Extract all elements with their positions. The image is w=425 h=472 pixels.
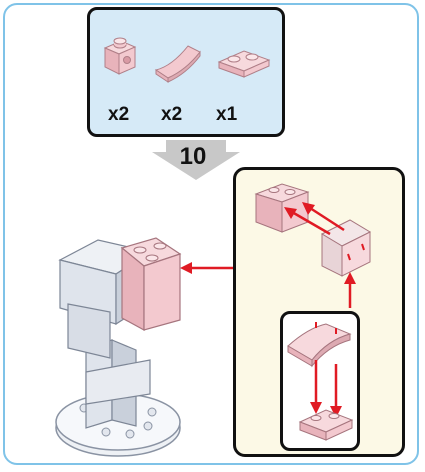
subassembly-arrows-icon	[284, 202, 356, 308]
part-quantity-label: x2	[161, 104, 183, 125]
part-quantity-label: x1	[216, 104, 238, 125]
part-plate-image	[217, 50, 271, 78]
inner-slope-image	[287, 322, 352, 368]
main-model-image	[55, 237, 182, 457]
inner-plate-image	[298, 409, 354, 441]
part-curved-slope-image	[154, 45, 201, 83]
step-number: 10	[179, 143, 207, 170]
parts-list-panel: x2 x2 x1	[87, 7, 285, 137]
part-brick-image	[103, 37, 137, 75]
attach-arrow-icon	[180, 262, 234, 274]
step-down-arrow-icon	[152, 140, 240, 180]
part-quantity-label: x2	[108, 104, 130, 125]
inner-down-arrows-icon	[310, 360, 342, 418]
subassembly-slope-image	[320, 219, 372, 277]
